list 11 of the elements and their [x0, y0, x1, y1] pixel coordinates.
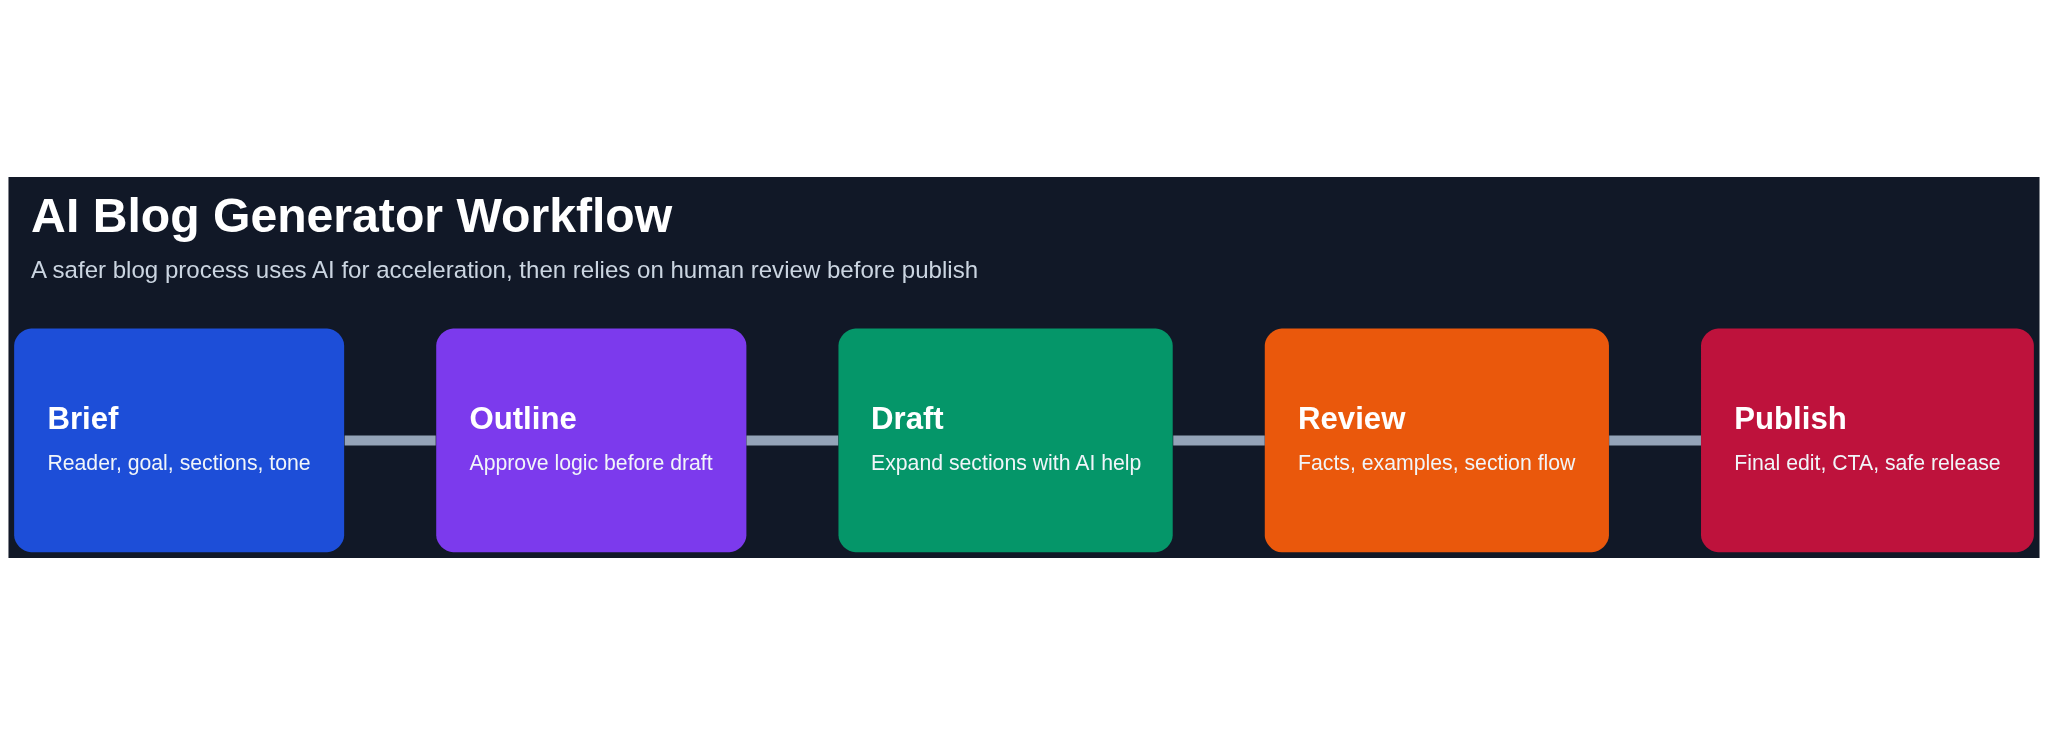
node-box: Draft Expand sections with AI help [838, 328, 1173, 553]
connector [746, 435, 839, 446]
node-box: Brief Reader, goal, sections, tone [14, 328, 345, 553]
node-box: Outline Approve logic before draft [436, 328, 747, 553]
caption: A safer blog process uses AI for acceleration, then relies on human review before publish [31, 255, 979, 283]
diagram-title: AI Blog Generator Workflow [31, 187, 673, 242]
node-box: Review Facts, examples, section flow [1264, 328, 1609, 553]
connector [344, 435, 436, 446]
connector [1609, 435, 1701, 446]
connector [1173, 435, 1265, 446]
node-box: Publish Final edit, CTA, safe release [1701, 328, 2034, 553]
